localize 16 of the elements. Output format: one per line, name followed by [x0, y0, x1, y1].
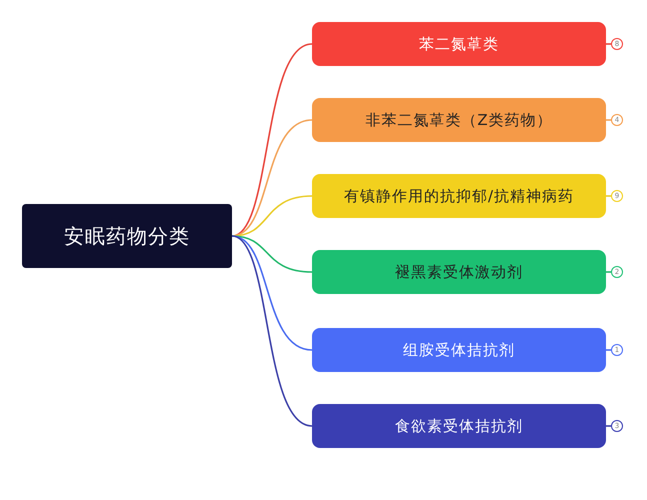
category-box: 褪黑素受体激动剂	[312, 250, 606, 294]
branch-line	[606, 119, 611, 121]
branch-line	[606, 425, 611, 427]
branch-line	[232, 195, 312, 237]
category-box: 食欲素受体拮抗剂	[312, 404, 606, 448]
root-box: 安眠药物分类	[22, 204, 232, 268]
category-box: 有镇静作用的抗抑郁/抗精神病药	[312, 174, 606, 218]
branch-line	[232, 235, 312, 273]
category-box: 组胺受体拮抗剂	[312, 328, 606, 372]
branch-line	[232, 235, 312, 427]
category-box: 苯二氮䓬类	[312, 22, 606, 66]
category-box: 非苯二氮䓬类（Z类药物）	[312, 98, 606, 142]
branch-line	[606, 349, 611, 351]
branch-line	[606, 195, 611, 197]
branch-line	[606, 271, 611, 273]
branch-line	[606, 43, 611, 45]
